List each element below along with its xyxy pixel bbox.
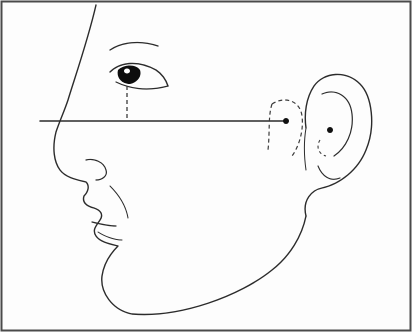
point-in-front-of-ear	[283, 118, 289, 124]
eyebrow	[110, 43, 158, 50]
ear-lobe	[318, 166, 340, 179]
jaw-line	[305, 128, 307, 170]
ear-inner-fold	[322, 92, 352, 156]
eye-highlight	[124, 69, 130, 74]
nasolabial-fold	[110, 186, 128, 218]
nostril-line	[86, 159, 106, 180]
condyle-dashed-outline	[268, 100, 302, 156]
eye-lower-lid	[116, 82, 168, 89]
lower-lip-line	[98, 232, 122, 240]
point-at-ear-canal	[327, 127, 333, 133]
eye-pupil	[118, 66, 141, 85]
ear-outer-outline	[305, 74, 372, 216]
ear-tragus-dashed	[318, 140, 326, 156]
